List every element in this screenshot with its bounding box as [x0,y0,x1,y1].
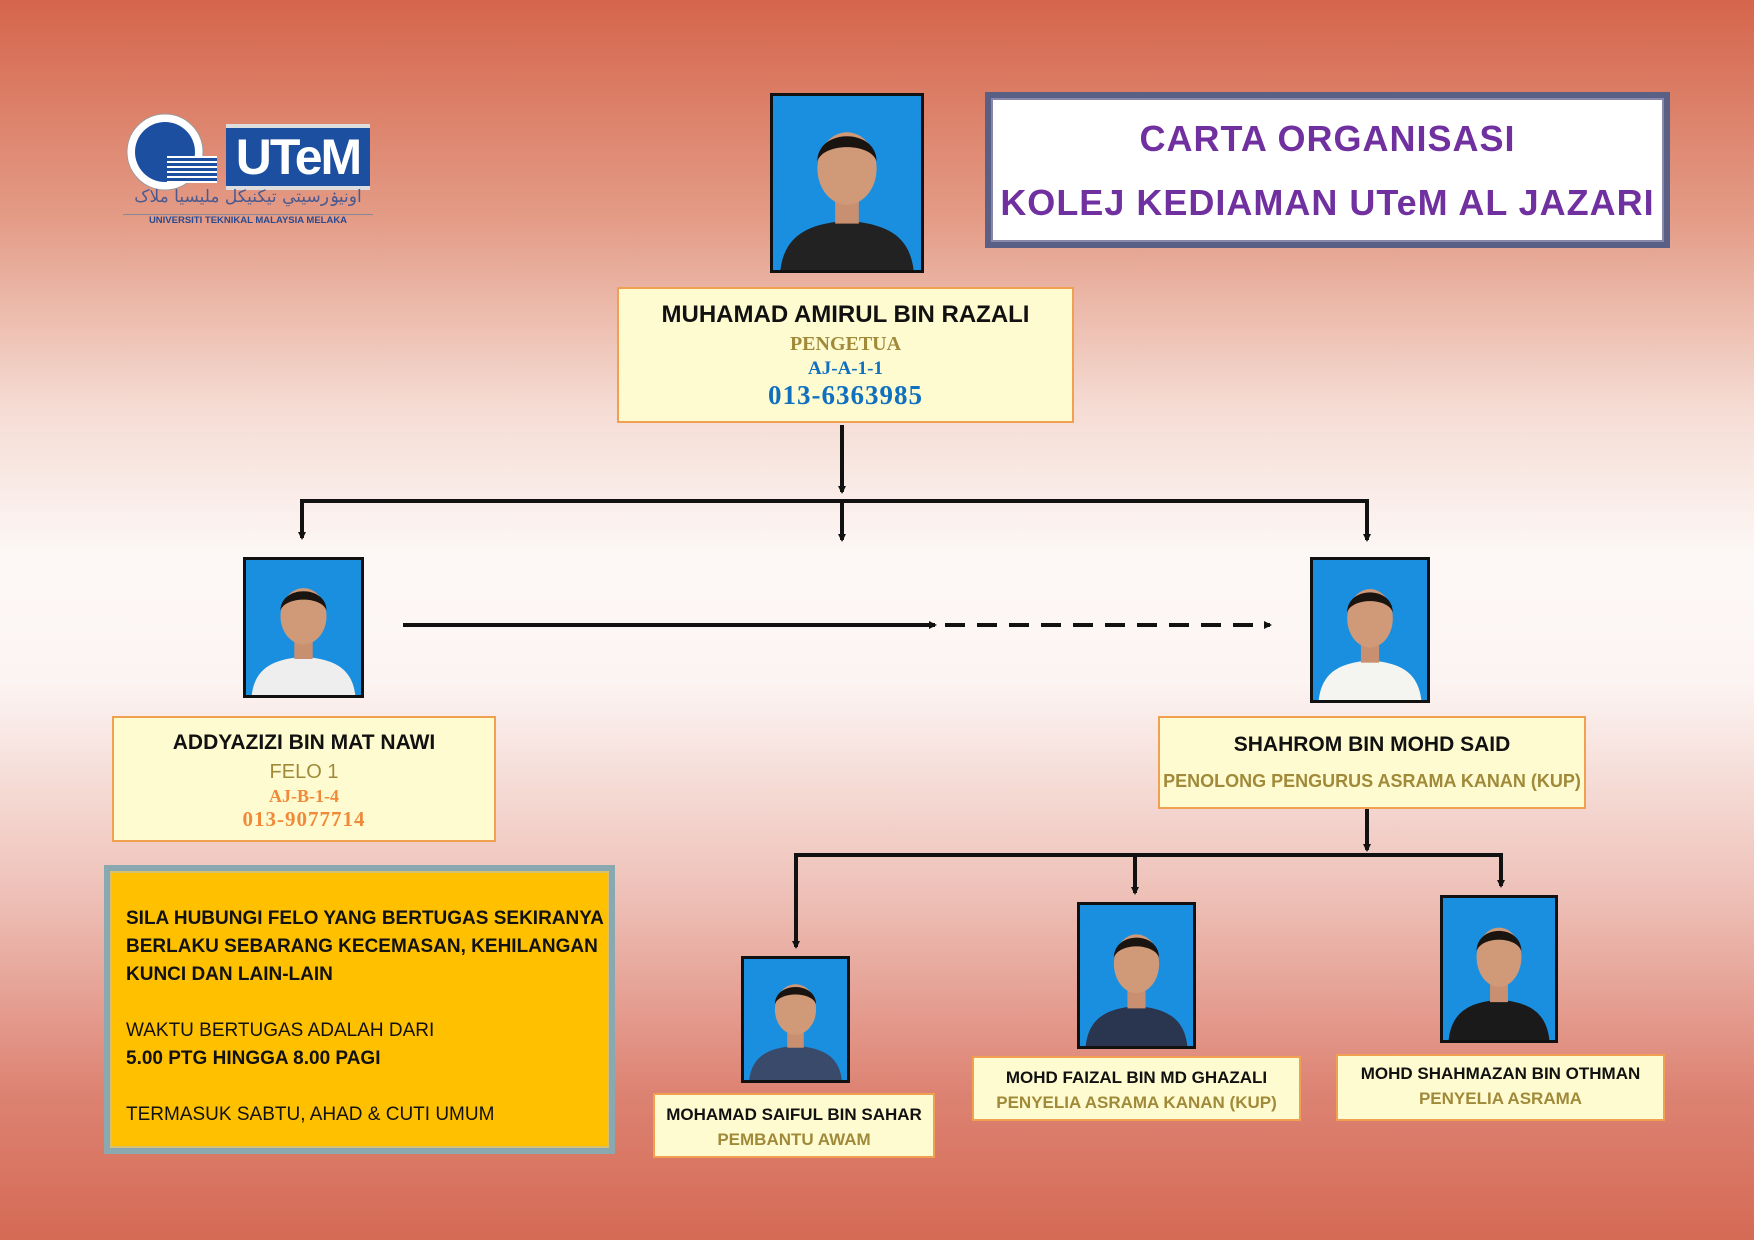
staff-card-3: MOHD SHAHMAZAN BIN OTHMAN PENYELIA ASRAM… [1336,1054,1665,1121]
logo-brand: UTeM [226,124,370,190]
person-silhouette-icon [744,959,847,1080]
notice-box: SILA HUBUNGI FELO YANG BERTUGAS SEKIRANY… [104,865,615,1154]
utem-logo: UTeM اونيۏرسيتي تيکنيکل مليسيا ملاک UNIV… [123,112,373,230]
logo-full-name: UNIVERSITI TEKNIKAL MALAYSIA MELAKA [123,214,373,226]
person-silhouette-icon [1443,898,1555,1040]
person-silhouette-icon [1313,560,1427,700]
person-silhouette-icon [246,560,361,695]
pengetua-role: PENGETUA [789,333,902,355]
person-silhouette-icon [773,96,921,270]
staff-photo-2 [1077,902,1196,1049]
utem-emblem-icon [126,113,217,191]
person-silhouette-icon [1080,905,1193,1046]
staff-card-1: MOHAMAD SAIFUL BIN SAHAR PEMBANTU AWAM [653,1093,935,1158]
felo-photo [243,557,364,698]
felo-name: ADDYAZIZI BIN MAT NAWI [172,731,436,754]
staff-card-2: MOHD FAIZAL BIN MD GHAZALI PENYELIA ASRA… [972,1056,1301,1121]
staff-photo-1 [741,956,850,1083]
notice-line: WAKTU BERTUGAS ADALAH DARI [126,1020,435,1041]
notice-line: SILA HUBUNGI FELO YANG BERTUGAS SEKIRANY… [126,908,604,929]
felo-card: ADDYAZIZI BIN MAT NAWI FELO 1 AJ-B-1-4 0… [112,716,496,842]
kup-role: PENOLONG PENGURUS ASRAMA KANAN (KUP) [1163,771,1581,791]
kup-photo [1310,557,1430,703]
title-line-1: CARTA ORGANISASI [1139,118,1516,159]
pengetua-card: MUHAMAD AMIRUL BIN RAZALI PENGETUA AJ-A-… [617,287,1074,423]
notice-line: KUNCI DAN LAIN-LAIN [126,964,333,985]
staff-photo-3 [1440,895,1558,1043]
notice-line: BERLAKU SEBARANG KECEMASAN, KEHILANGAN [126,936,598,957]
kup-name: SHAHROM BIN MOHD SAID [1233,733,1511,756]
staff-name: MOHD SHAHMAZAN BIN OTHMAN [1360,1064,1641,1083]
pengetua-name: MUHAMAD AMIRUL BIN RAZALI [661,301,1030,328]
staff-role: PENYELIA ASRAMA KANAN (KUP) [996,1093,1277,1112]
pengetua-photo [770,93,924,273]
staff-role: PENYELIA ASRAMA [1418,1089,1583,1108]
staff-name: MOHD FAIZAL BIN MD GHAZALI [1005,1068,1268,1087]
staff-role: PEMBANTU AWAM [717,1130,871,1149]
title-box: CARTA ORGANISASI KOLEJ KEDIAMAN UTeM AL … [985,92,1670,248]
pengetua-room: AJ-A-1-1 [808,358,883,379]
pengetua-phone: 013-6363985 [768,380,923,410]
notice-line: 5.00 PTG HINGGA 8.00 PAGI [126,1048,381,1069]
staff-name: MOHAMAD SAIFUL BIN SAHAR [666,1105,922,1124]
kup-card: SHAHROM BIN MOHD SAID PENOLONG PENGURUS … [1158,716,1586,809]
felo-role: FELO 1 [269,761,339,783]
title-line-2: KOLEJ KEDIAMAN UTeM AL JAZARI [1000,182,1655,223]
felo-room: AJ-B-1-4 [269,786,339,806]
logo-jawi: اونيۏرسيتي تيکنيکل مليسيا ملاک [134,187,362,207]
felo-phone: 013-9077714 [242,807,366,831]
notice-line: TERMASUK SABTU, AHAD & CUTI UMUM [126,1104,495,1125]
